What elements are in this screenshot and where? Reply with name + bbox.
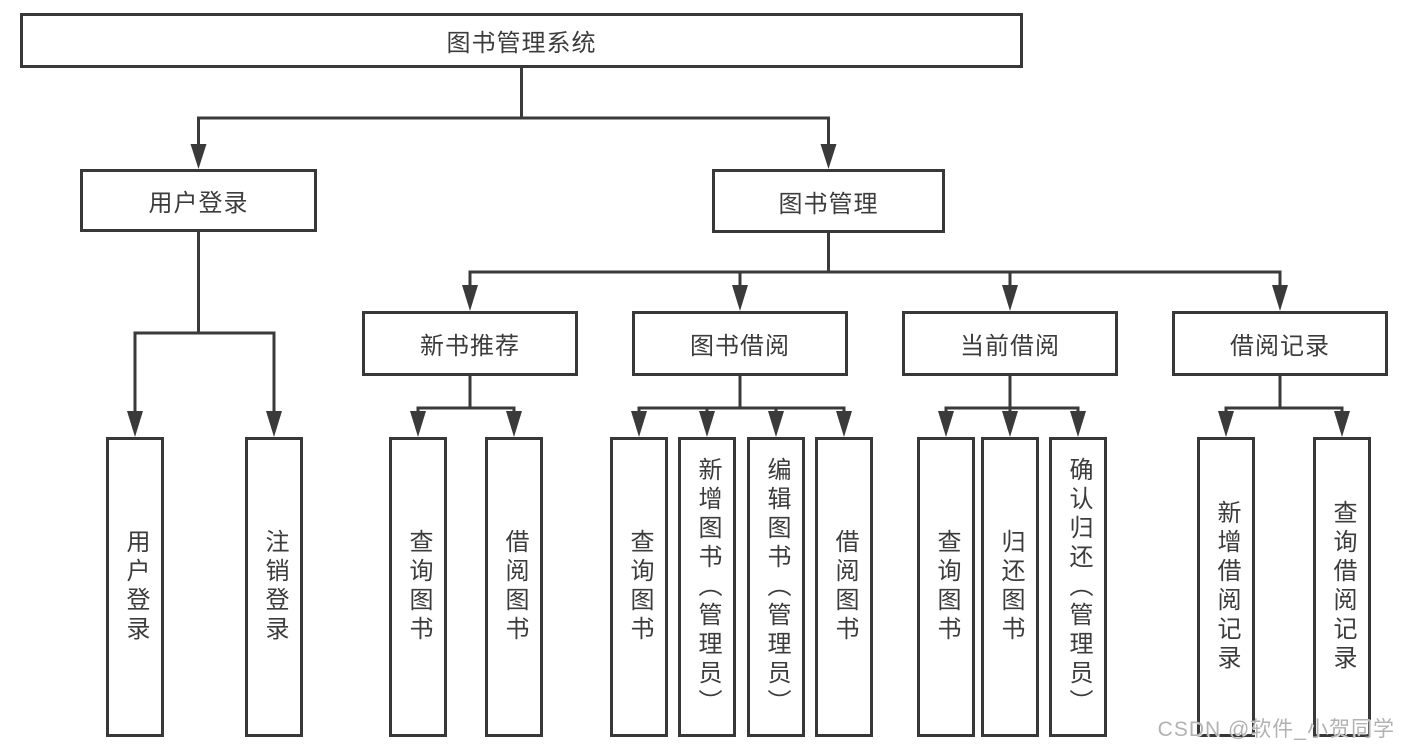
node-current-borrow: 当前借阅 <box>902 311 1118 376</box>
arrowhead <box>631 411 647 437</box>
node-label: 当前借阅 <box>960 333 1060 360</box>
leaf-query-borrow-record: 查询借阅记录 <box>1313 437 1371 737</box>
arrowhead <box>462 285 478 311</box>
leaf-label: 借阅图书 <box>831 529 858 645</box>
edge-book-borrow-leaves <box>637 376 846 413</box>
leaf-label: 新增借阅记录 <box>1213 500 1240 674</box>
leaf-borrow-books-recommend: 借阅图书 <box>485 437 543 737</box>
leaf-label: 查询图书 <box>626 529 653 645</box>
leaf-logout: 注销登录 <box>245 437 303 737</box>
node-user-login: 用户登录 <box>80 169 317 232</box>
node-new-book-recommend: 新书推荐 <box>362 311 578 376</box>
node-label: 新书推荐 <box>420 333 520 360</box>
arrowhead <box>1272 285 1288 311</box>
leaf-query-books-current: 查询图书 <box>917 437 975 737</box>
edge-current-borrow-leaves <box>944 376 1080 413</box>
leaf-label: 注销登录 <box>261 529 288 645</box>
leaf-label: 确认归还（管理员） <box>1065 456 1092 718</box>
arrowhead <box>699 411 715 437</box>
edge-book-management-level3 <box>468 233 1282 287</box>
leaf-label: 借阅图书 <box>501 529 528 645</box>
leaf-borrow-books: 借阅图书 <box>815 437 873 737</box>
arrowhead <box>190 144 207 169</box>
arrowhead <box>768 411 784 437</box>
node-borrow-records: 借阅记录 <box>1172 311 1388 376</box>
arrowhead <box>127 411 143 437</box>
arrowhead <box>732 285 748 311</box>
node-book-borrow: 图书借阅 <box>632 311 848 376</box>
leaf-label: 新增图书（管理员） <box>694 456 721 718</box>
arrowhead <box>1070 411 1086 437</box>
edge-root-level2 <box>197 68 830 146</box>
leaf-user-login: 用户登录 <box>106 437 164 737</box>
leaf-label: 编辑图书（管理员） <box>763 456 790 718</box>
edge-borrow-records-leaves <box>1224 376 1344 413</box>
arrowhead <box>1002 285 1018 311</box>
node-label: 用户登录 <box>148 190 249 217</box>
node-book-management: 图书管理 <box>712 169 945 233</box>
arrowhead <box>506 411 522 437</box>
arrowhead <box>1002 411 1018 437</box>
arrowhead <box>1334 411 1350 437</box>
leaf-query-books-recommend: 查询图书 <box>389 437 447 737</box>
leaf-confirm-return-admin: 确认归还（管理员） <box>1049 437 1107 737</box>
arrowhead <box>1218 411 1234 437</box>
arrowhead <box>266 411 282 437</box>
leaf-label: 归还图书 <box>997 529 1024 645</box>
leaf-label: 查询图书 <box>933 529 960 645</box>
arrowhead <box>836 411 852 437</box>
node-label: 图书管理 <box>778 190 879 218</box>
arrowhead <box>938 411 954 437</box>
node-label: 借阅记录 <box>1230 333 1330 360</box>
leaf-label: 用户登录 <box>122 529 149 645</box>
leaf-return-book: 归还图书 <box>981 437 1039 737</box>
leaf-query-books-borrow: 查询图书 <box>610 437 668 737</box>
leaf-add-book-admin: 新增图书（管理员） <box>678 437 736 737</box>
edge-new-book-leaves <box>416 376 516 413</box>
node-label: 图书借阅 <box>690 333 790 360</box>
node-root: 图书管理系统 <box>20 13 1023 68</box>
leaf-label: 查询图书 <box>405 529 432 645</box>
arrowhead <box>410 411 426 437</box>
leaf-label: 查询借阅记录 <box>1329 500 1356 674</box>
edge-user-login-leaves <box>133 232 276 413</box>
node-label: 图书管理系统 <box>446 30 597 57</box>
leaf-edit-book-admin: 编辑图书（管理员） <box>747 437 805 737</box>
watermark: CSDN @软件_小贺同学 <box>1157 718 1395 741</box>
leaf-add-borrow-record: 新增借阅记录 <box>1197 437 1255 737</box>
arrowhead <box>820 144 837 169</box>
